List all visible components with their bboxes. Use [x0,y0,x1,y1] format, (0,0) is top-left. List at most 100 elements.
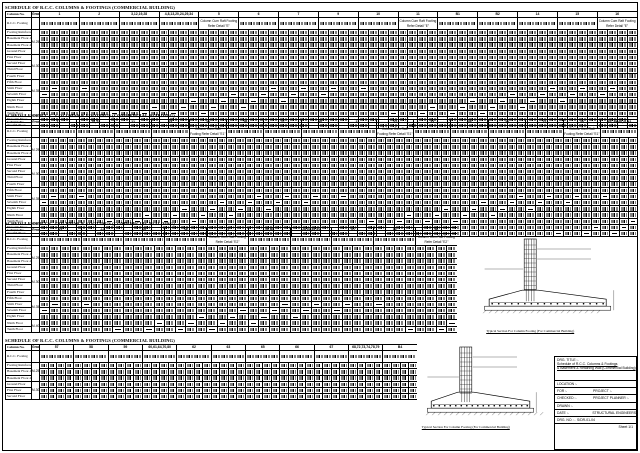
reinforcement-text [59,213,67,217]
reinforcement-text [70,68,78,72]
reinforcement-text [291,290,300,294]
reinforcement-text [319,99,327,103]
reinforcement-text [293,170,300,174]
footing-size-cell [164,233,208,247]
reinforcement-text [237,182,244,186]
reinforcement-text [230,86,238,91]
reinforcement-text [592,157,600,162]
concrete-grade: M-35 [31,294,40,321]
reinforcement-text [608,49,616,54]
reinforcement-text [452,139,459,143]
reinforcement-text [536,139,543,143]
reinforcement-text [260,111,268,115]
reinforcement-text [429,74,437,78]
reinforcement-text [527,145,534,149]
reinforcement-text [460,106,466,108]
reinforcement-text [448,247,456,251]
reinforcement-text [69,182,76,186]
reinforcement-text [155,253,164,257]
reinforcement-text [556,233,561,234]
reinforcement-text [500,208,505,210]
column-group-header: 31 [338,118,377,127]
reinforcement-text [364,259,373,263]
reinforcement-text [125,182,132,186]
floor-label: Basement Floor-1 [5,35,32,43]
reinforcement-text [302,139,310,143]
reinforcement-text [240,86,248,91]
reinforcement-text [424,194,431,199]
reinforcement-text [368,194,375,199]
reinforcement-text [339,92,347,97]
reinforcement-text [443,213,450,217]
reinforcement-text [330,176,338,180]
reinforcement-text [90,31,98,35]
reinforcement-text [275,202,281,203]
reinforcement-text [176,278,185,282]
reinforcement-text [417,271,425,276]
reinforcement-text [330,188,338,192]
reinforcement-text [452,151,459,155]
reinforcement-text [369,111,377,115]
reinforcement-text [608,62,616,66]
reinforcement-text [191,100,197,102]
reinforcement-text [300,88,306,89]
schedule-table: Column No.Grade123,12,19,284,8,13,20,24,… [5,10,637,130]
reinforcement-text [588,43,596,47]
reinforcement-text [260,278,268,282]
reinforcement-text [385,278,394,282]
reinforcement-text [69,163,76,168]
reinforcement-text [489,188,497,192]
reinforcement-text [284,139,291,143]
reinforcement-text [546,196,552,197]
reinforcement-text [41,151,48,155]
reinforcement-text [83,304,90,305]
reinforcement-text [517,225,525,230]
footing-size-cell [450,125,489,139]
reinforcement-text [427,259,435,263]
reinforcement-text [538,31,546,35]
reinforcement-text [519,86,526,91]
reinforcement-text [564,182,571,186]
reinforcement-text [270,302,279,307]
reinforcement-text [155,290,164,294]
column-group-header: 44 [80,226,124,235]
reinforcement-text [499,182,506,186]
reinforcement-text [260,43,268,47]
reinforcement-text [385,265,394,270]
reinforcement-text [293,182,300,186]
reinforcement-text [291,296,300,300]
reinforcement-text [180,62,188,66]
reinforcement-text [190,68,198,72]
reinforcement-cell [515,229,527,238]
reinforcement-text [396,200,403,205]
reinforcement-text [312,188,319,192]
reinforcement-text [256,182,263,186]
table-row: Tenth Floor [5,109,637,117]
reinforcement-text [396,278,404,282]
reinforcement-text [270,111,277,115]
reinforcement-text [377,207,384,211]
reinforcement-text [120,31,128,35]
reinforcement-text [171,200,179,205]
reinforcement-text [452,213,459,217]
table-row: Fourth Floor [5,72,637,80]
reinforcement-text [452,182,459,186]
reinforcement-text [312,284,320,288]
reinforcement-text [228,163,235,168]
reinforcement-text [160,80,168,84]
reinforcement-text [499,139,506,143]
reinforcement-text [312,157,319,162]
footing-label: R.C.C. Footing [5,233,32,247]
reinforcement-text [628,37,636,41]
reinforcement-text [291,265,300,270]
reinforcement-text [250,74,258,78]
reinforcement-text [181,170,188,174]
reinforcement-text [578,68,586,72]
reinforcement-text [239,253,247,257]
reinforcement-text [208,290,216,294]
reinforcement-text [90,55,98,60]
reinforcement-text [106,213,113,217]
reinforcement-text [150,111,158,115]
reinforcement-text [124,247,132,251]
reinforcement-text [343,247,352,251]
